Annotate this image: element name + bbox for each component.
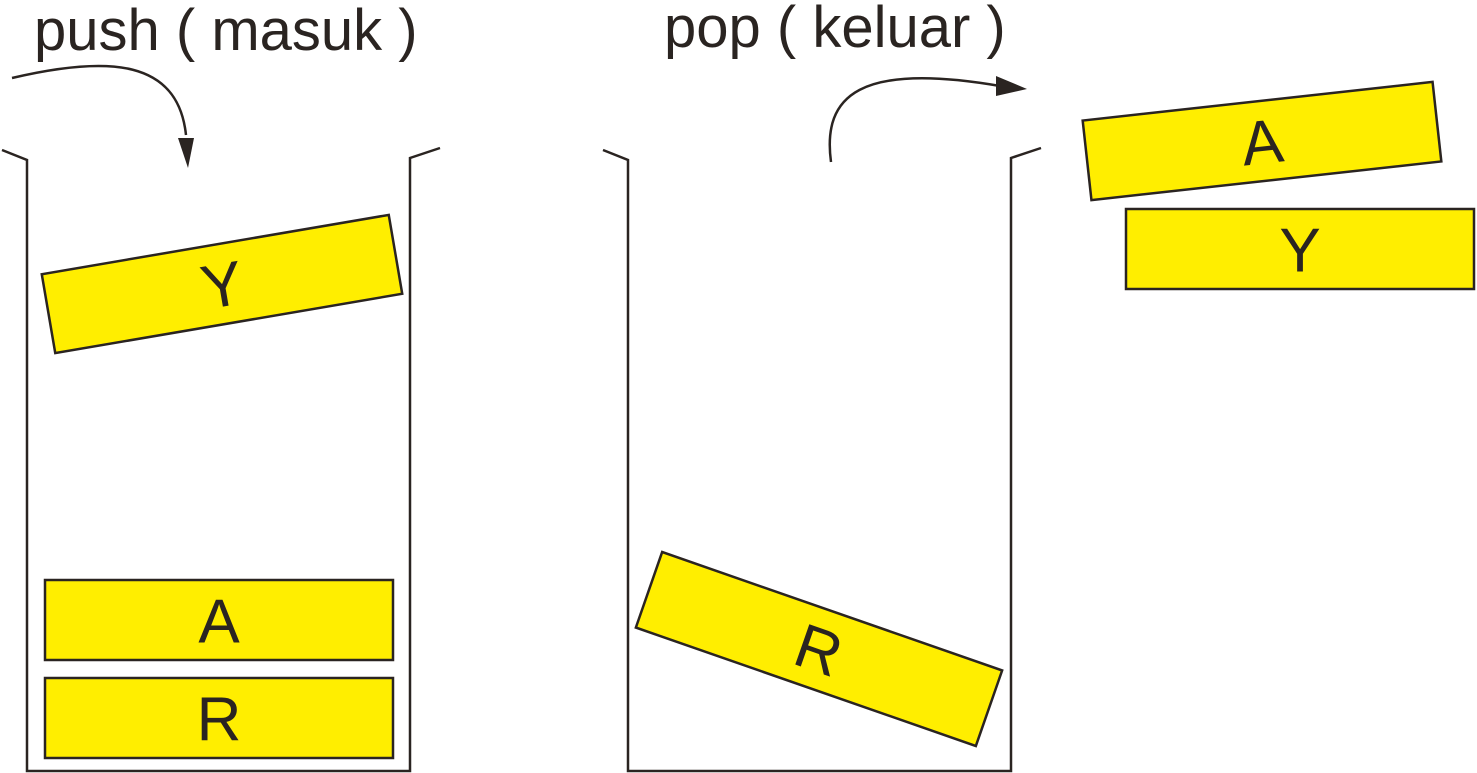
pop-title: pop ( keluar ) xyxy=(664,0,1006,60)
pop-block-r-rect xyxy=(634,550,1004,748)
popped-block-y: Y xyxy=(1124,207,1476,291)
pop-block-r: R xyxy=(634,550,1004,748)
popped-block-y-label: Y xyxy=(1279,217,1320,286)
push-block-a-rect xyxy=(43,578,395,662)
curved-arrow-down-icon xyxy=(11,64,194,168)
popped-block-a-label: A xyxy=(1238,106,1287,179)
push-block-y: Y xyxy=(40,213,404,355)
push-block-r-rect xyxy=(43,676,395,760)
popped-block-a: A xyxy=(1081,80,1443,202)
push-block-y-rect xyxy=(40,213,404,355)
popped-block-a-rect xyxy=(1081,80,1443,202)
popped-block-y-rect xyxy=(1124,207,1476,291)
pop-panel: pop ( keluar ) R A Y xyxy=(602,0,1476,773)
push-panel: push ( masuk ) Y A R xyxy=(1,0,441,773)
push-block-a: A xyxy=(43,578,395,662)
pop-stack-container xyxy=(602,146,1042,773)
push-block-r: R xyxy=(43,676,395,760)
push-stack-container xyxy=(1,146,441,773)
push-block-a-label: A xyxy=(198,588,240,657)
push-title: push ( masuk ) xyxy=(34,0,418,63)
curved-arrow-right-icon xyxy=(828,76,1027,163)
push-block-r-label: R xyxy=(197,686,242,755)
